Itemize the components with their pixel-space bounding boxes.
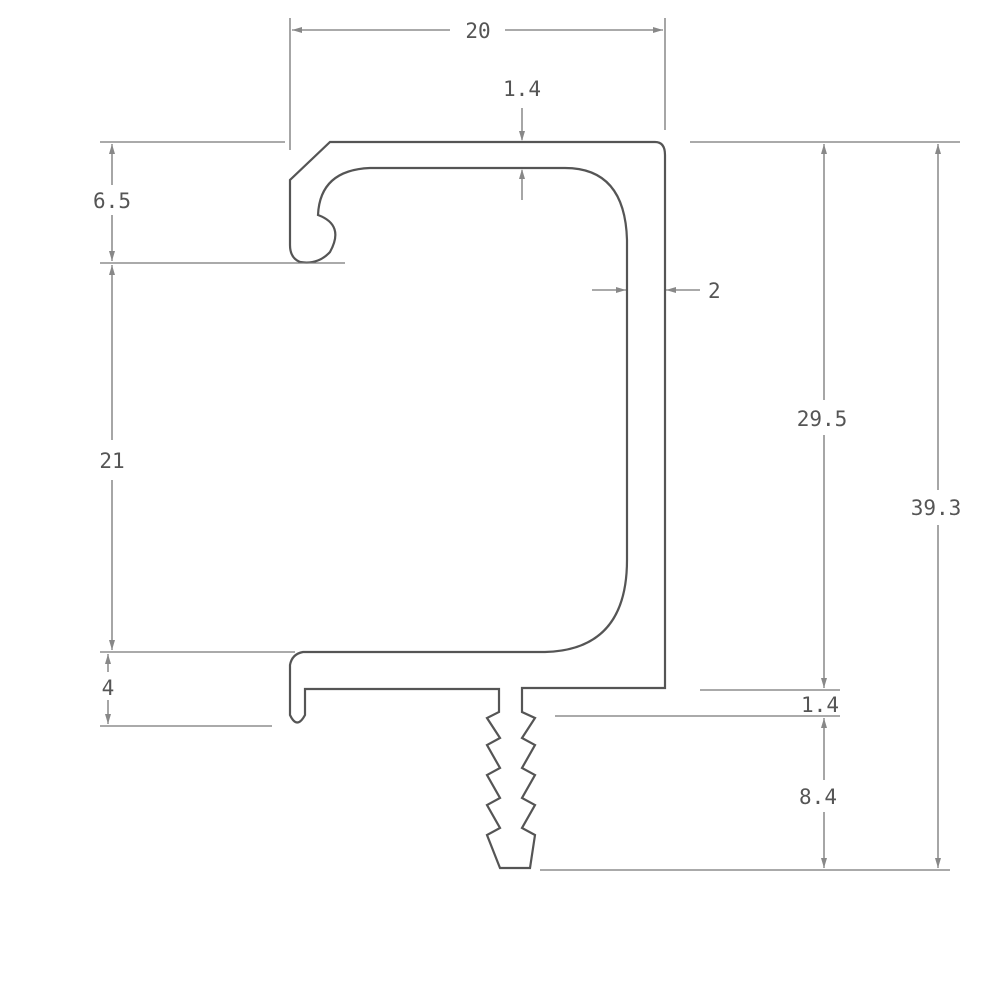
- dim-top-wall: 1.4: [503, 77, 541, 200]
- dim-right-chain: 29.5 39.3 1.4 8.4: [540, 141, 962, 871]
- dim-overall-width: 20: [289, 18, 666, 150]
- label-overall-height: 39.3: [911, 496, 962, 520]
- label-lower-lip: 4: [102, 676, 115, 700]
- extrusion-profile: [288, 140, 667, 870]
- label-top-wall: 1.4: [503, 77, 541, 101]
- label-side-wall: 2: [708, 279, 721, 303]
- label-opening-height: 21: [99, 449, 124, 473]
- label-overall-width: 20: [465, 19, 490, 43]
- dim-left-chain: 6.5 21 4: [93, 141, 345, 727]
- label-hook-height: 6.5: [93, 189, 131, 213]
- label-body-height: 29.5: [797, 407, 848, 431]
- dim-side-wall: 2: [592, 279, 721, 303]
- label-base-wall: 1.4: [801, 693, 839, 717]
- label-barb-length: 8.4: [799, 785, 837, 809]
